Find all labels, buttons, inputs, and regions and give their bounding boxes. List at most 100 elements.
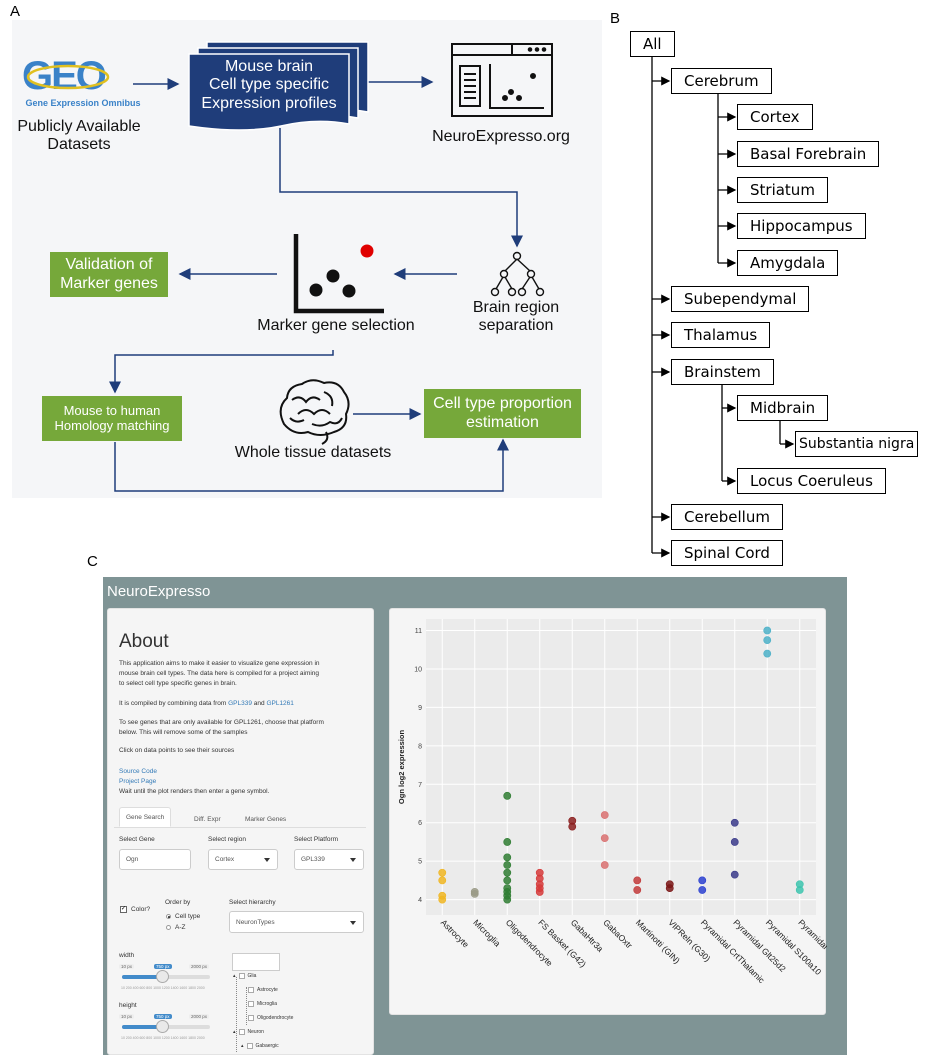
- hierarchy-node-brainstem: Brainstem: [671, 359, 774, 385]
- gene-input-value: Ogn: [126, 856, 139, 863]
- width-slider-ticks: 10 200 400 600 800 1000 1200 1400 1600 1…: [121, 986, 205, 990]
- data-point: [503, 861, 512, 869]
- width-max-label: 2000 px: [189, 964, 210, 969]
- tree-connector: [246, 987, 247, 1025]
- hierarchy-node-cerebrum: Cerebrum: [671, 68, 772, 94]
- height-value-label: 750 px: [154, 1014, 172, 1019]
- data-point: [535, 868, 544, 877]
- hierarchy-node-spinal-cord: Spinal Cord: [671, 540, 783, 566]
- x-tick-label: Microglia: [471, 917, 502, 948]
- width-slider-handle[interactable]: [156, 970, 169, 983]
- height-slider-fill: [122, 1025, 162, 1029]
- arrow-homology-to-proportion: [114, 438, 509, 492]
- project-page-link[interactable]: Project Page: [119, 778, 157, 785]
- color-label: Color?: [131, 906, 151, 913]
- tree-node-microglia-label: Microglia: [257, 1001, 278, 1007]
- proportion-box: Cell type proportion estimation: [424, 389, 581, 438]
- order-option-cell-type: Cell type: [175, 913, 201, 920]
- data-point: [438, 891, 447, 900]
- sidebar-panel: About This application aims to make it e…: [107, 608, 374, 1055]
- tree-node-neuron[interactable]: ▴Neuron: [233, 1029, 264, 1035]
- gpl1261-link[interactable]: GPL1261: [266, 700, 294, 707]
- height-max-label: 2000 px: [189, 1014, 210, 1019]
- data-point: [795, 880, 804, 889]
- chevron-down-icon: [350, 920, 356, 925]
- color-checkbox[interactable]: ✓: [120, 906, 127, 913]
- tree-node-astrocyte-label: Astrocyte: [257, 987, 278, 993]
- tabs-underline: [114, 827, 366, 828]
- hierarchy-node-amygdala: Amygdala: [737, 250, 839, 276]
- arrow-profiles-to-brain-region: [279, 128, 523, 248]
- y-tick-label: 4: [418, 897, 422, 904]
- data-point: [763, 626, 772, 635]
- tree-node-astrocyte[interactable]: Astrocyte: [248, 987, 278, 993]
- validation-line2: Marker genes: [60, 274, 158, 292]
- scatter-plot-icon: [293, 234, 384, 314]
- data-point: [633, 876, 642, 885]
- y-axis-label: Ogn log2 expression: [397, 729, 406, 804]
- panel-label-a: A: [10, 3, 21, 20]
- tab-gene-search[interactable]: Gene Search: [119, 807, 172, 827]
- checkbox-icon[interactable]: [238, 1029, 245, 1035]
- geo-logo-text: GEO: [22, 54, 106, 98]
- profiles-label: Mouse brain Cell type specific Expressio…: [189, 58, 349, 113]
- gpl339-link[interactable]: GPL339: [228, 700, 252, 707]
- data-point: [503, 838, 512, 846]
- x-tick-label: Pyramidal S100a10: [764, 917, 824, 977]
- checkbox-icon[interactable]: [248, 1015, 254, 1021]
- data-point: [568, 816, 577, 825]
- hierarchy-node-subependymal: Subependymal: [671, 286, 810, 312]
- region-select[interactable]: Cortex: [208, 849, 278, 870]
- about-description: This application aims to make it easier …: [119, 659, 369, 689]
- tab-diff-expr[interactable]: Diff. Expr: [194, 816, 221, 823]
- compiled-note: It is compiled by combining data from GP…: [119, 699, 369, 709]
- y-tick-label: 6: [418, 820, 422, 827]
- profiles-line2: Cell type specific: [208, 76, 330, 94]
- select-hierarchy-label: Select hierarchy: [229, 899, 276, 906]
- height-min-label: 10 px: [119, 1014, 135, 1019]
- region-select-value: Cortex: [215, 856, 235, 863]
- tree-node-microglia[interactable]: Microglia: [248, 1001, 277, 1007]
- hierarchy-node-midbrain: Midbrain: [737, 395, 829, 421]
- checkbox-icon[interactable]: [248, 987, 254, 993]
- geo-caption: Publicly Available Datasets: [8, 118, 150, 155]
- width-min-label: 10 px: [119, 964, 135, 969]
- validation-line1: Validation of: [65, 256, 153, 274]
- y-tick-label: 11: [415, 628, 422, 635]
- tree-node-glia-label: Glia: [247, 973, 257, 979]
- order-radio-cell-type[interactable]: [166, 914, 171, 919]
- tab-marker-genes[interactable]: Marker Genes: [245, 816, 287, 823]
- profiles-line3: Expression profiles: [201, 94, 337, 112]
- checkbox-icon[interactable]: [246, 1043, 253, 1049]
- brain-region-line2: separation: [478, 317, 554, 335]
- homology-line1: Mouse to human: [63, 402, 161, 418]
- gene-input[interactable]: Ogn: [119, 849, 191, 870]
- arrow-marker-to-homology: [109, 350, 334, 394]
- validation-box: Validation of Marker genes: [50, 252, 168, 297]
- app-title: NeuroExpresso: [107, 583, 211, 600]
- source-code-link[interactable]: Source Code: [119, 768, 157, 775]
- checkbox-icon[interactable]: [248, 1001, 254, 1007]
- geo-logo: GEO: [22, 54, 110, 98]
- tree-node-oligodendrocyte[interactable]: Oligodendrocyte: [248, 1015, 293, 1021]
- checkbox-icon[interactable]: [238, 973, 245, 979]
- tree-node-glia[interactable]: ▴Glia: [233, 973, 257, 979]
- tree-icon: [490, 251, 545, 297]
- geo-caption-line1: Publicly Available: [17, 118, 141, 135]
- about-line3: to select cell type specific genes in br…: [119, 680, 237, 688]
- platform-select[interactable]: GPL339: [294, 849, 364, 870]
- data-point: [633, 886, 642, 894]
- height-slider-handle[interactable]: [156, 1020, 169, 1033]
- tree-node-gabaergic-label: Gabaergic: [255, 1043, 279, 1049]
- hierarchy-node-basal-forebrain: Basal Forebrain: [737, 141, 880, 167]
- hierarchy-node-hippocampus: Hippocampus: [737, 213, 866, 239]
- and-word: and: [251, 700, 267, 707]
- tree-search-input[interactable]: [232, 953, 280, 971]
- geo-caption-line2: Datasets: [47, 136, 111, 154]
- tree-node-gabaergic[interactable]: ▴Gabaergic: [241, 1043, 279, 1049]
- order-radio-az[interactable]: [166, 925, 171, 930]
- hierarchy-connectors: [651, 56, 795, 558]
- hierarchy-select[interactable]: NeuronTypes: [229, 911, 364, 933]
